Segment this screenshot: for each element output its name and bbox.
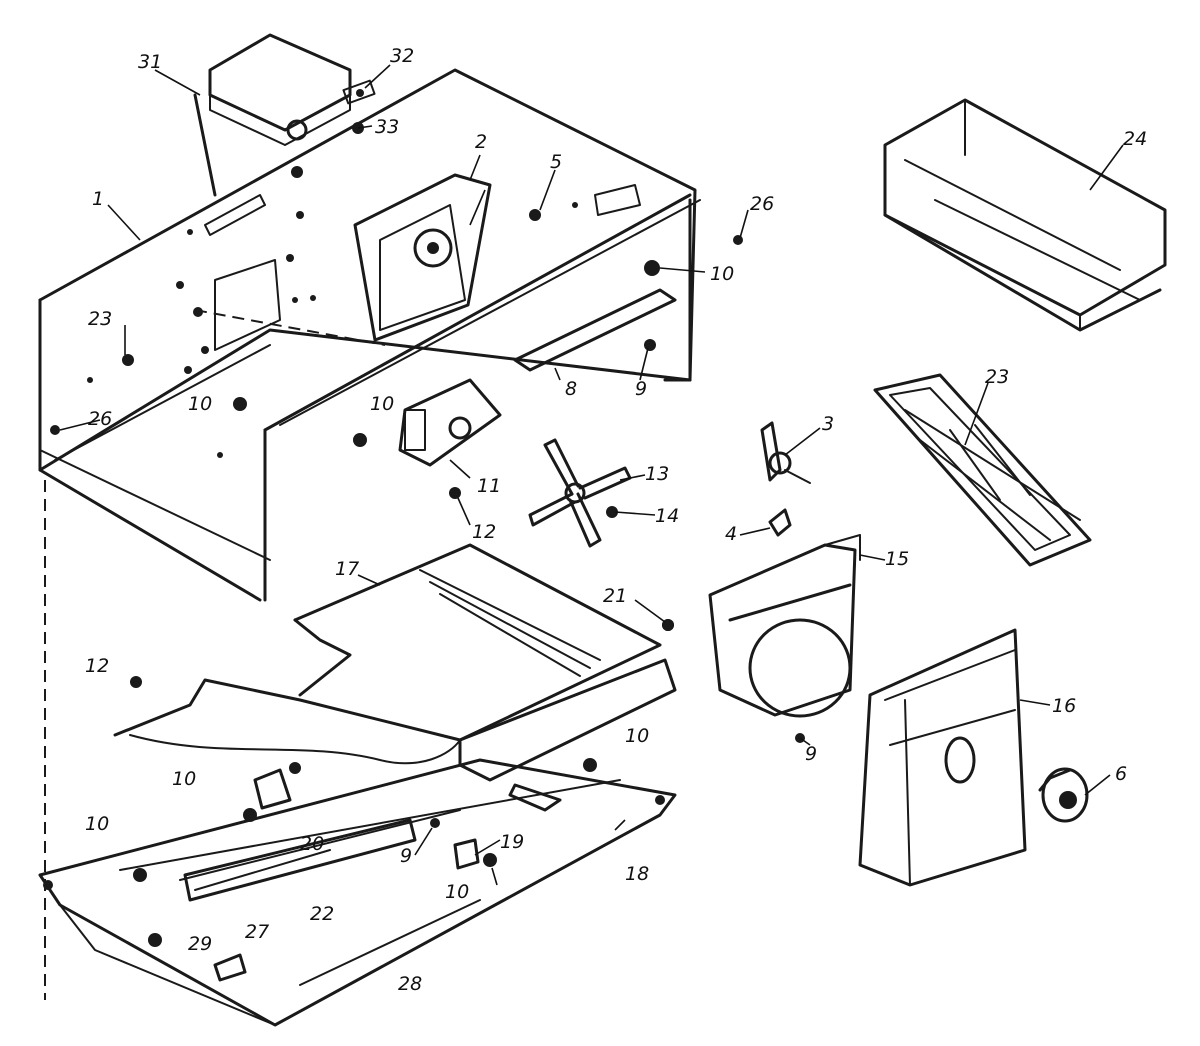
housing-fastener-holes — [87, 202, 578, 458]
callout-15: 15 — [885, 548, 909, 570]
leader-lines — [59, 64, 1124, 886]
callout-10-floor-left: 10 — [172, 768, 196, 790]
callout-21: 21 — [603, 585, 627, 607]
callout-18: 18 — [625, 863, 649, 885]
callout-5: 5 — [550, 151, 562, 173]
callout-3: 3 — [822, 413, 834, 435]
callout-26-left: 26 — [88, 408, 112, 430]
blower-housing-part-15 — [708, 534, 861, 743]
rail-part-8 — [513, 235, 743, 372]
callout-20: 20 — [300, 833, 324, 855]
callout-1: 1 — [92, 188, 104, 210]
callout-16: 16 — [1052, 695, 1076, 717]
motor-mount-part-2 — [353, 173, 541, 342]
floor-plate-part-17 — [113, 543, 677, 782]
callout-12-floor: 12 — [85, 655, 109, 677]
callout-17: 17 — [335, 558, 359, 580]
callout-19: 19 — [500, 831, 524, 853]
callout-22: 22 — [310, 903, 334, 925]
callout-10-floor-right: 10 — [625, 725, 649, 747]
side-fasteners — [50, 354, 674, 631]
ice-tray-part-23 — [873, 373, 1092, 567]
callout-8: 8 — [565, 378, 577, 400]
callout-10-housing-mid: 10 — [370, 393, 394, 415]
callout-10-base-mid: 10 — [445, 881, 469, 903]
callout-11: 11 — [477, 475, 501, 497]
callout-32: 32 — [390, 45, 414, 67]
callout-13: 13 — [645, 463, 669, 485]
ice-rack-part-24 — [883, 98, 1167, 332]
callout-2: 2 — [475, 131, 487, 153]
callout-14: 14 — [655, 505, 679, 527]
callout-9-base: 9 — [400, 845, 412, 867]
shaft-part-3 — [760, 421, 811, 537]
callout-26-right: 26 — [750, 193, 774, 215]
callout-9-rail: 9 — [635, 378, 647, 400]
control-box-part-31 — [193, 33, 376, 197]
callout-29: 29 — [188, 933, 212, 955]
callout-23-housing: 23 — [88, 308, 112, 330]
callout-31: 31 — [138, 51, 162, 73]
callout-4: 4 — [725, 523, 737, 545]
fan-blade-part-13 — [528, 438, 632, 548]
callout-9-blower: 9 — [805, 743, 817, 765]
callout-10-housing-left: 10 — [188, 393, 212, 415]
callout-23-tray: 23 — [985, 366, 1009, 388]
shroud-part-16 — [858, 628, 1027, 887]
callout-labels: 1 2 3 4 5 6 8 9 9 9 10 10 10 10 10 10 10… — [85, 45, 1147, 995]
callout-24: 24 — [1123, 128, 1147, 150]
callout-6: 6 — [1115, 763, 1127, 785]
motor-part-6 — [1038, 767, 1089, 823]
callout-33: 33 — [375, 116, 399, 138]
callout-28: 28 — [398, 973, 422, 995]
callout-10-rail: 10 — [710, 263, 734, 285]
callout-10-base-left: 10 — [85, 813, 109, 835]
housing-part-1 — [38, 68, 701, 1000]
callout-12-motor: 12 — [472, 521, 496, 543]
fan-motor-part-11 — [233, 378, 502, 499]
callout-27: 27 — [245, 921, 269, 943]
base-pan-part-18 — [38, 619, 677, 1027]
